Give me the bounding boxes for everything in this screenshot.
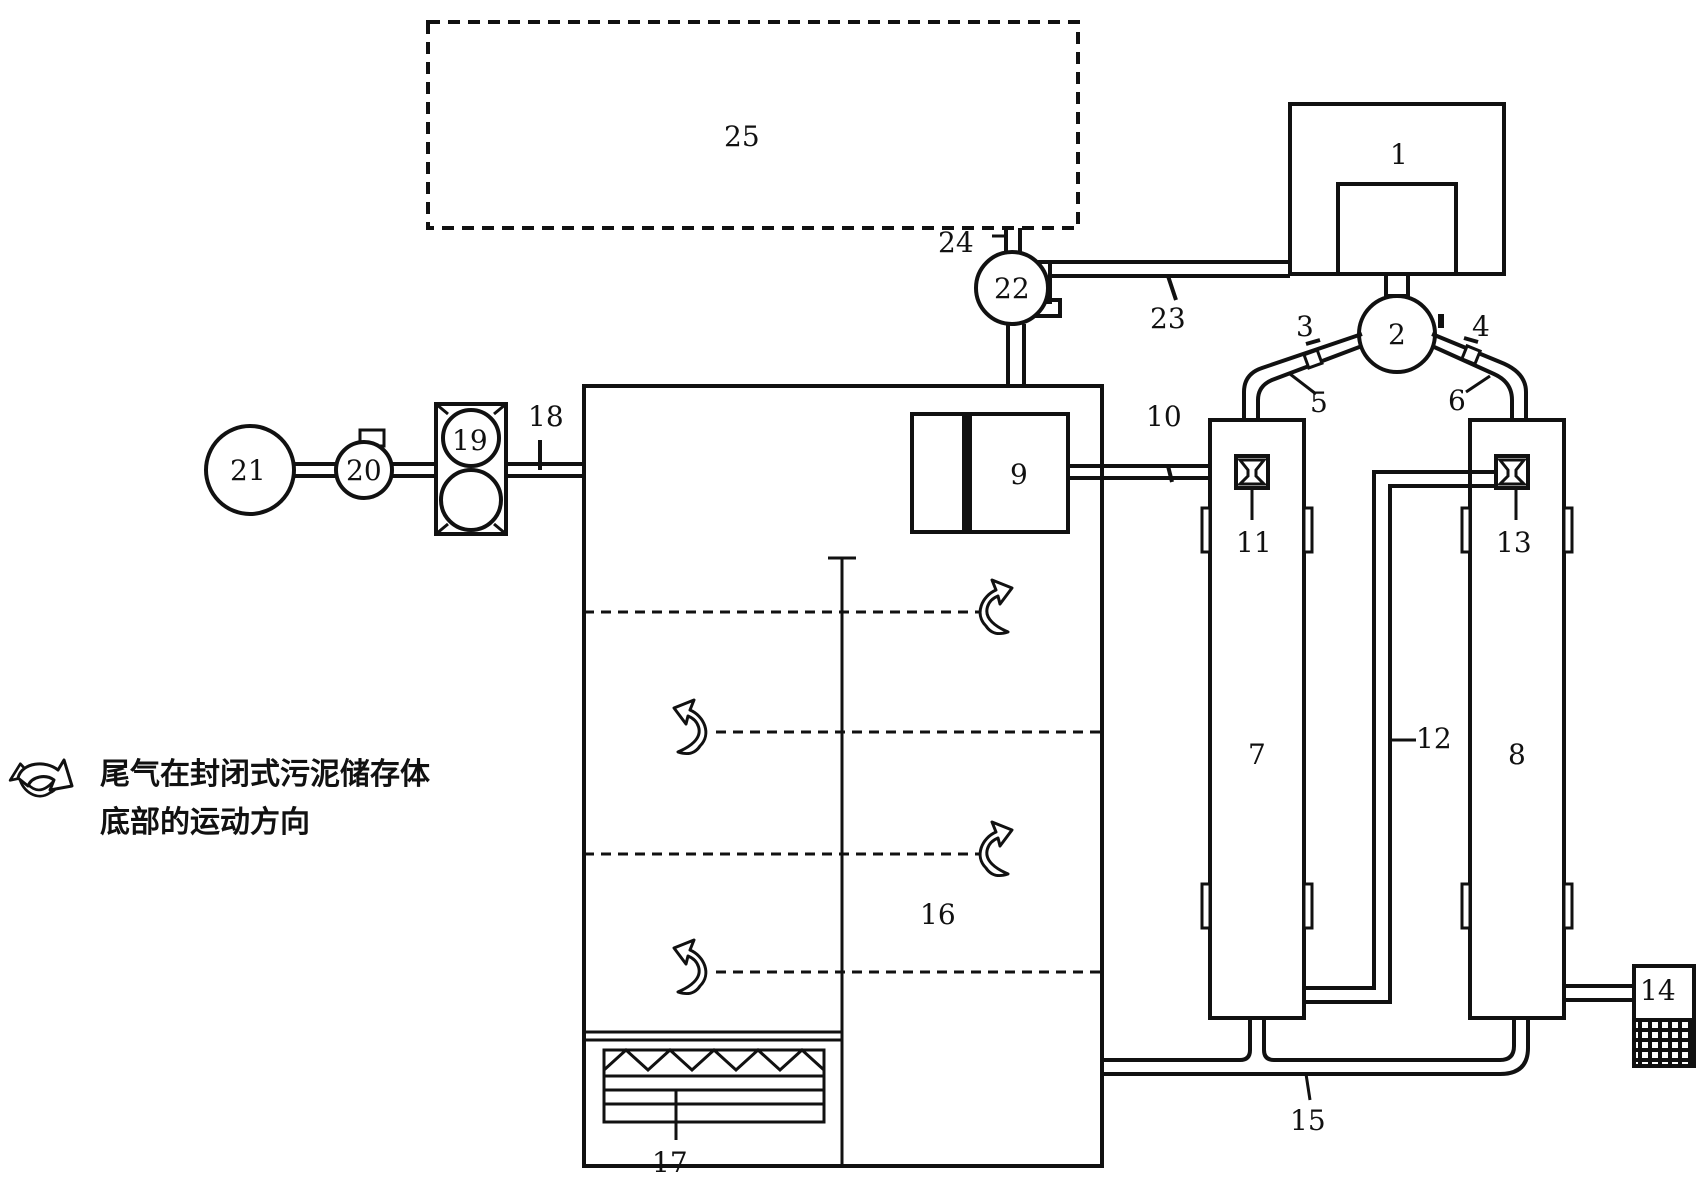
nozzle-13 (1494, 454, 1530, 520)
legend-line-1: 尾气在封闭式污泥储存体 (100, 757, 431, 792)
label-20: 20 (346, 454, 382, 487)
label-11: 11 (1236, 526, 1272, 559)
fan-22 (974, 234, 1062, 326)
label-18: 18 (528, 400, 564, 433)
unit-1-inner-box (1336, 182, 1458, 276)
duct-18 (508, 440, 584, 478)
duct-23 (1046, 260, 1290, 301)
leader-5 (1289, 372, 1317, 396)
label-17: 17 (652, 1146, 688, 1179)
label-13: 13 (1496, 526, 1532, 559)
duct-22-to-tank (1006, 324, 1026, 386)
label-19: 19 (452, 424, 488, 457)
pipe-2-to-7 (1242, 332, 1363, 420)
label-6: 6 (1448, 384, 1466, 417)
curved-arrow-icon (16, 758, 74, 792)
fan-20 (334, 428, 394, 500)
nozzle-11 (1234, 454, 1270, 520)
tank-flow-lines (584, 610, 1102, 974)
filter-19 (434, 402, 508, 536)
label-22: 22 (994, 272, 1030, 305)
leader-6 (1465, 374, 1491, 394)
duct-20-19 (388, 462, 436, 478)
label-15: 15 (1290, 1104, 1326, 1137)
unit-14 (1564, 964, 1696, 1068)
label-24: 24 (938, 226, 974, 259)
label-8: 8 (1508, 738, 1526, 771)
unit-25-dashed-box (426, 20, 1080, 230)
tank-partition (828, 556, 856, 1166)
label-7: 7 (1248, 738, 1266, 771)
label-21: 21 (230, 454, 266, 487)
label-3: 3 (1296, 310, 1314, 343)
label-4: 4 (1472, 310, 1490, 343)
label-14: 14 (1640, 974, 1676, 1007)
label-16: 16 (920, 898, 956, 931)
pipe-12 (1304, 470, 1496, 1004)
duct-24 (1004, 228, 1022, 252)
pipe-2-to-8 (1431, 332, 1528, 420)
label-2: 2 (1388, 318, 1406, 351)
unit-21 (204, 424, 296, 516)
label-25: 25 (724, 120, 760, 153)
label-12: 12 (1416, 722, 1452, 755)
valve-4 (1459, 336, 1483, 367)
label-1: 1 (1390, 138, 1408, 171)
legend-line-2: 底部的运动方向 (100, 805, 310, 840)
column-7 (1200, 418, 1314, 1020)
valve-3 (1302, 338, 1324, 370)
heater-17 (584, 1030, 842, 1140)
unit-9 (910, 412, 1070, 534)
label-10: 10 (1146, 400, 1182, 433)
label-23: 23 (1150, 302, 1186, 335)
duct-21-20 (292, 462, 336, 478)
pipe-15 (1102, 1018, 1530, 1101)
label-5: 5 (1310, 386, 1328, 419)
label-9: 9 (1010, 458, 1028, 491)
